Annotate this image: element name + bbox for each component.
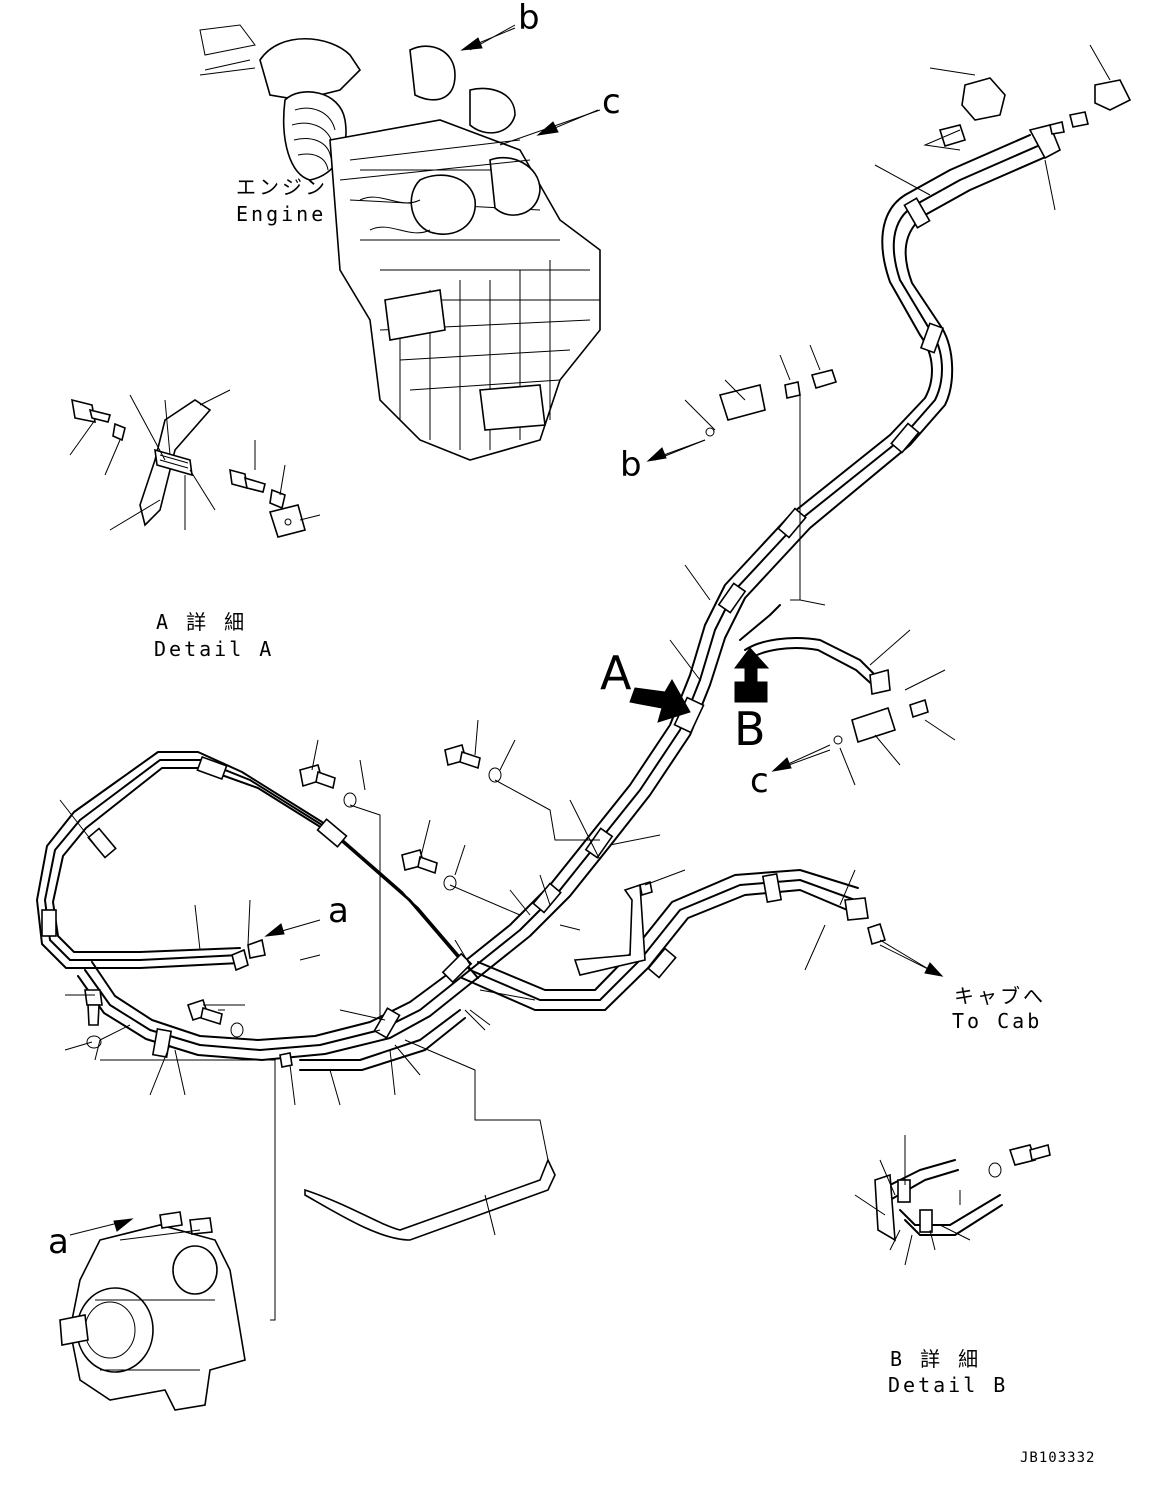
detail-a-title-en: Detail A: [154, 637, 275, 661]
ref-a-hose-label: a: [328, 891, 349, 931]
reference-arrows: [69, 27, 944, 1236]
engine-label-en: Engine: [236, 202, 327, 226]
engine-label-jp: エンジン: [236, 175, 328, 199]
detail-b-title-jp: B 詳 細: [890, 1347, 982, 1371]
view-arrow-a-label: A: [600, 646, 632, 700]
to-cab-label-jp: キャブへ: [954, 984, 1046, 1008]
drawing-code: JB103332: [1020, 1450, 1096, 1466]
leader-lines: [59, 24, 1111, 1321]
ref-c-hose-label: c: [750, 761, 769, 801]
detail-a-title-jp: A 詳 細: [156, 610, 248, 634]
detail-b-drawing: [854, 1135, 1003, 1266]
ref-b-hose-label: b: [620, 445, 642, 485]
detail-a-drawing: [69, 389, 321, 538]
ref-b-engine-label: b: [518, 0, 540, 38]
ref-a-pump-label: a: [48, 1222, 69, 1262]
to-cab-label-en: To Cab: [952, 1009, 1043, 1033]
pump-assembly: [59, 1211, 246, 1411]
bolts-and-washers: [84, 744, 1051, 1178]
engine-assembly: [199, 24, 601, 461]
view-arrow-b-label: B: [734, 702, 766, 756]
top-right-fittings: [705, 77, 1132, 745]
detail-b-title-en: Detail B: [888, 1373, 1009, 1397]
brackets: [304, 883, 646, 1241]
ref-c-engine-label: c: [602, 82, 621, 122]
